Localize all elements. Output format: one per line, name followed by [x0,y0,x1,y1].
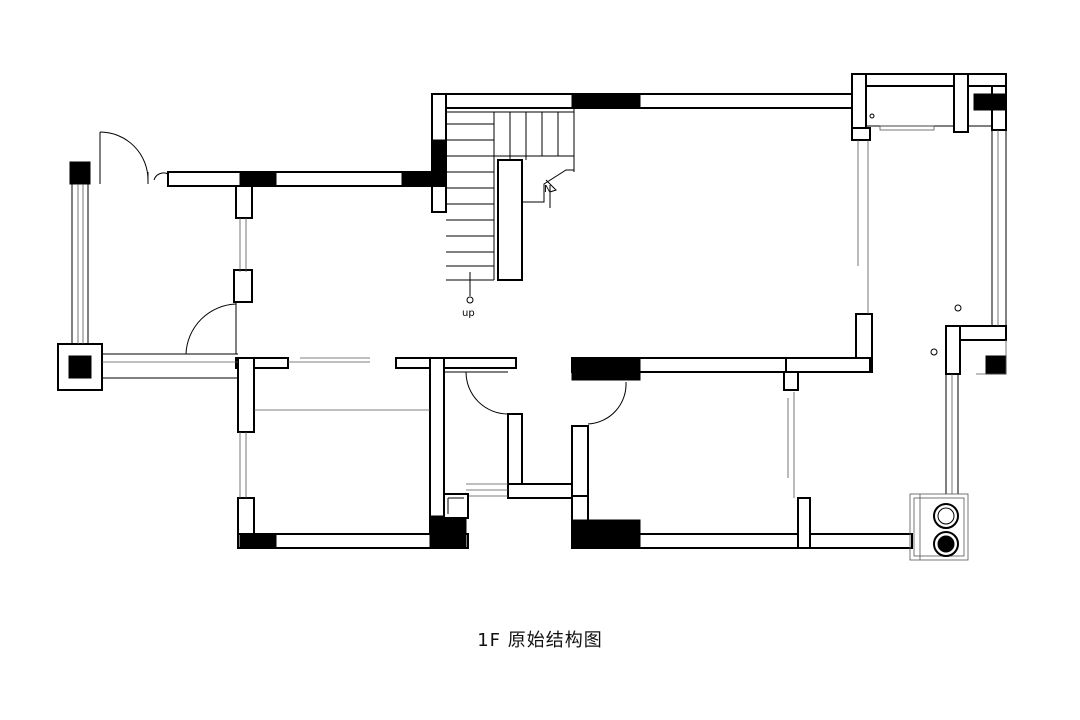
wall-left-stub-a [235,185,253,219]
door-swing-icon [587,379,627,425]
box-drain [869,113,875,119]
staircase-icon: N up [445,107,575,319]
box-divider [953,73,969,133]
wall-bath-c [571,425,589,499]
column [239,533,277,549]
column [239,171,277,187]
wall-mid-a [235,357,289,369]
column [571,93,641,109]
wall-top [431,93,857,109]
wall-bottom-left [237,533,469,549]
wall-room1-left-upper [237,357,255,433]
columns [69,93,1007,549]
pipe-box [909,493,969,561]
bath-fixture [443,493,469,519]
windows [71,130,1007,498]
wall-room2-stub [783,371,799,391]
svg-text:N: N [544,184,551,195]
column [69,161,91,185]
box-sill [879,125,935,131]
wall-right-b [945,325,961,375]
box-top [851,73,1007,87]
box-inner-right [967,85,993,127]
column [973,93,1007,111]
pipe-frame [909,493,969,561]
exterior-walls [167,73,1007,549]
wall-left-stub-b [233,269,253,303]
plan-caption: 1F 原始结构图 [477,630,603,651]
column [571,519,641,549]
wall-room2-right [797,497,811,549]
wall-mid-e [785,357,871,373]
box-inner [865,85,957,127]
wall-mid-b [395,357,517,369]
column [429,515,467,549]
box-bottom-stub [851,127,871,141]
door-swing-icon [99,131,169,184]
column [401,171,443,187]
drains [930,304,962,356]
door-swing-icon [185,302,237,355]
utility-box [851,73,1007,141]
column [571,357,641,381]
column [68,355,92,379]
doors [99,131,627,425]
square-column [57,343,103,391]
door-swing-icon [444,371,509,415]
column [985,355,1007,375]
stair-up-label: up [462,308,475,319]
